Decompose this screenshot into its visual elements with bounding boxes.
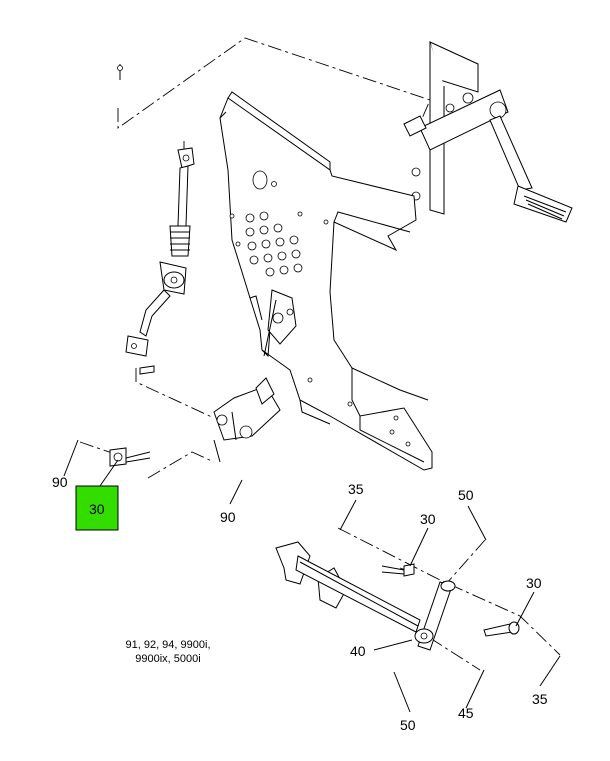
cross-shaft-assembly [275, 541, 520, 651]
model-note-line2: 9900ix, 5000i [135, 653, 200, 665]
callout-45: 45 [458, 705, 474, 721]
callout-90-left: 90 [52, 474, 68, 490]
panel-lever [263, 289, 297, 357]
callout-30-highlight: 30 [89, 501, 105, 517]
pedal-bracket [403, 41, 573, 223]
callout-35-bottom: 35 [532, 691, 548, 707]
leader-lines [63, 439, 561, 713]
master-cylinder-assembly [117, 64, 195, 375]
callout-35-top: 35 [348, 481, 364, 497]
callout-90-bottom: 90 [220, 509, 236, 525]
model-note-line1: 91, 92, 94, 9900i, [125, 639, 210, 651]
callout-30-right: 30 [526, 575, 542, 591]
callout-30-mid: 30 [420, 511, 436, 527]
callout-40: 40 [350, 643, 366, 659]
callout-50-top: 50 [458, 487, 474, 503]
lower-linkage [109, 377, 281, 467]
panel-holes [229, 170, 411, 447]
model-note: 91, 92, 94, 9900i, 9900ix, 5000i [125, 639, 210, 665]
callout-labels: 90 30 90 35 30 50 30 40 50 45 35 [52, 474, 548, 733]
callout-50-bottom: 50 [400, 717, 416, 733]
assembly-lines [79, 37, 561, 671]
dash-panel [219, 91, 433, 471]
highlight-box [75, 485, 119, 531]
